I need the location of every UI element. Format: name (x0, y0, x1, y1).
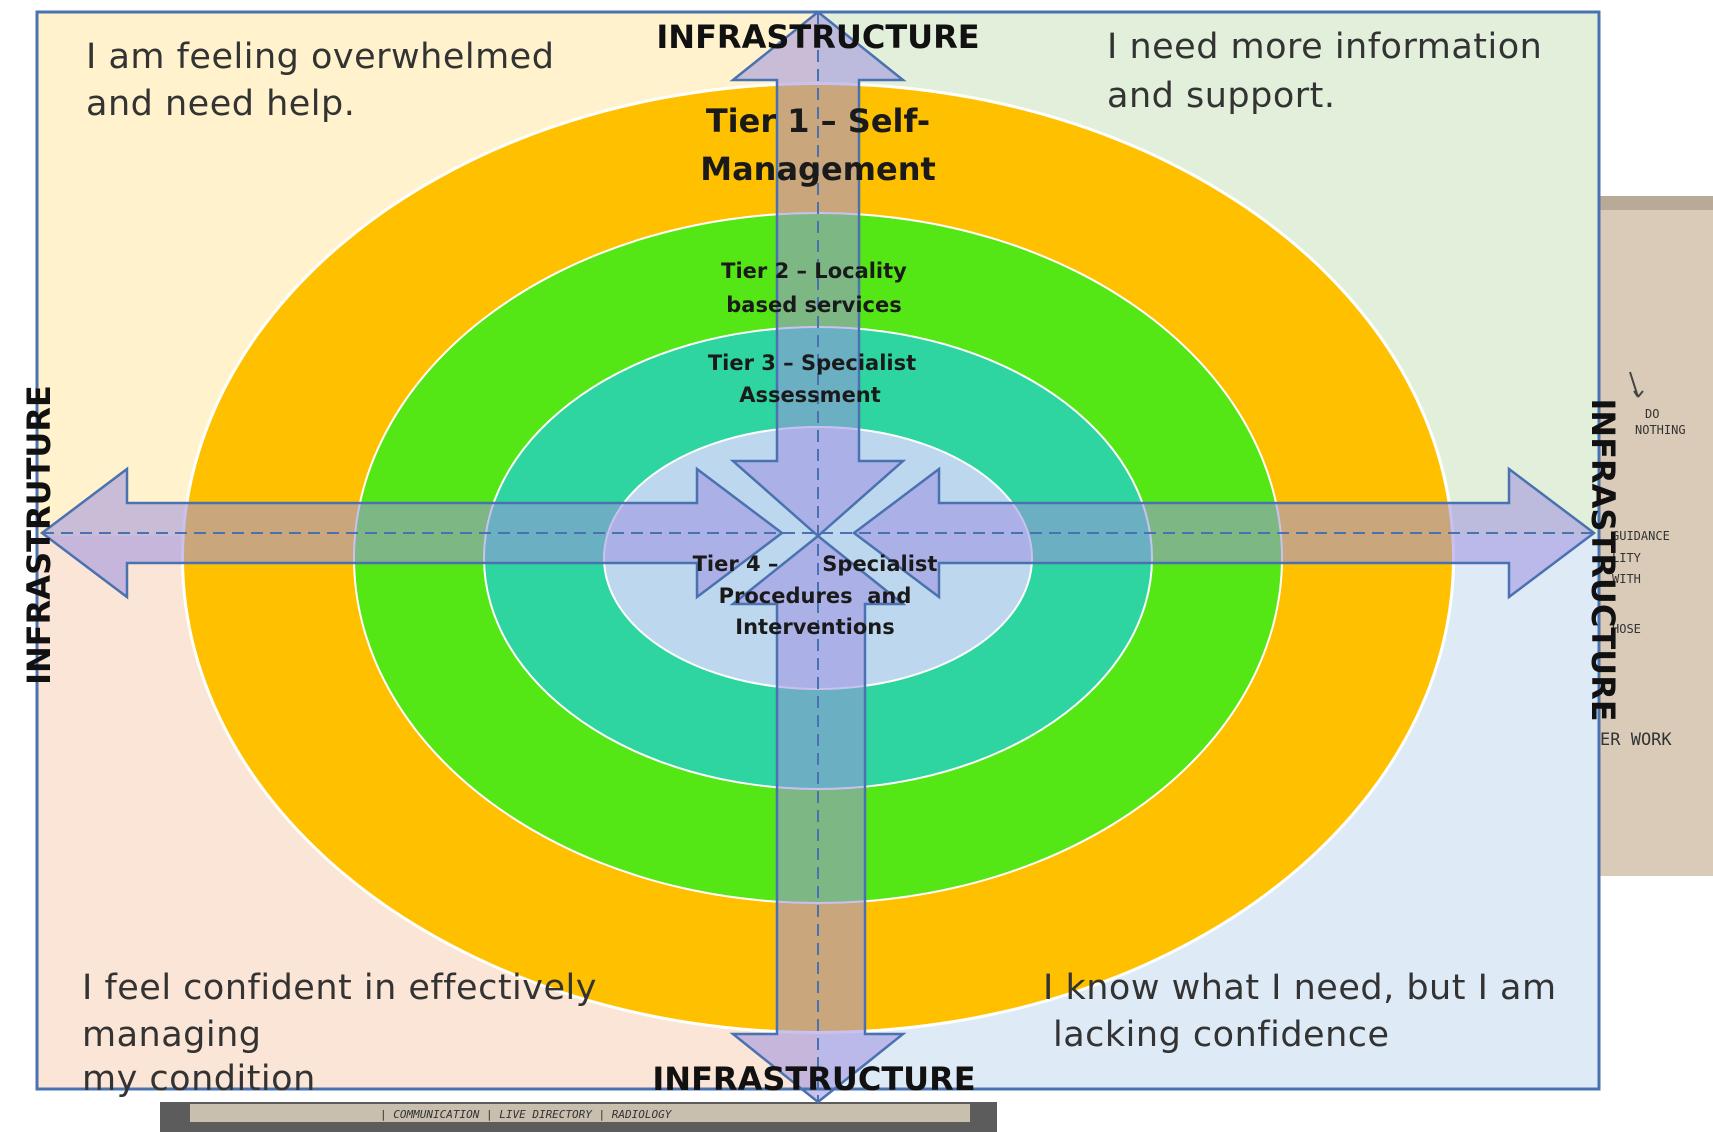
photo-bottom: | COMMUNICATION | LIVE DIRECTORY | RADIO… (160, 1102, 997, 1132)
photo-text: HOSE (1612, 622, 1641, 636)
center-lines (42, 12, 1594, 1102)
infrastructure-label-left: INFRASTRUTURE (20, 385, 58, 685)
photo-right-paper (1590, 196, 1713, 876)
tier1-label-line2: Management (700, 150, 936, 188)
photo-right: DO NOTHING GUIDANCE LITY WITH HOSE ER WO… (1590, 196, 1713, 876)
photo-text: NOTHING (1635, 423, 1686, 437)
tier3-label-line2: Assessment (739, 383, 881, 407)
tier4-label-line1: Tier 4 – Specialist (693, 552, 938, 576)
infrastructure-labels: INFRASTRUCTURE INFRASTRUCTURE INFRASTRUT… (20, 18, 1622, 1098)
photo-text: DO (1645, 407, 1659, 421)
photo-text: WITH (1612, 572, 1641, 586)
quadrant-text-top-left-1: I am feeling overwhelmed (86, 37, 554, 77)
tier3-label-line1: Tier 3 – Specialist (708, 351, 916, 375)
quadrant-text-bottom-right-2: lacking confidence (1053, 1015, 1390, 1055)
tier4-label-line2: Procedures and (719, 584, 912, 608)
quadrant-text-bottom-left-1: I feel confident in effectively (82, 968, 597, 1008)
photo-text: GUIDANCE (1612, 529, 1670, 543)
tier2-label-line1: Tier 2 – Locality (721, 259, 907, 283)
diagram-frame (35, 10, 1601, 1091)
quadrant-text-bottom-left-2: managing (82, 1015, 262, 1055)
quadrant-text-bottom-right-1: I know what I need, but I am (1043, 968, 1557, 1008)
quadrant-text-top-left-2: and need help. (86, 84, 355, 124)
tier1-label-line1: Tier 1 – Self- (706, 102, 930, 140)
infrastructure-label-top: INFRASTRUCTURE (656, 18, 979, 56)
tier-labels: Tier 1 – Self- Management Tier 2 – Local… (693, 102, 938, 639)
photo-text: ER WORK (1600, 730, 1672, 750)
tier2-label-line2: based services (726, 293, 901, 317)
infrastructure-label-right: INFRASTRUCTURE (1584, 398, 1622, 721)
quadrant-texts: I am feeling overwhelmed and need help. … (82, 27, 1557, 1099)
quadrant-text-bottom-left-3: my condition (82, 1059, 316, 1099)
quadrant-text-top-right-1: I need more information (1107, 27, 1542, 67)
tier4-label-line3: Interventions (735, 615, 894, 639)
photo-text: LITY (1612, 551, 1642, 565)
quadrant-text-top-right-2: and support. (1107, 76, 1335, 116)
photo-text: | COMMUNICATION | LIVE DIRECTORY | RADIO… (380, 1108, 673, 1121)
infrastructure-label-bottom: INFRASTRUCTURE (652, 1060, 975, 1098)
